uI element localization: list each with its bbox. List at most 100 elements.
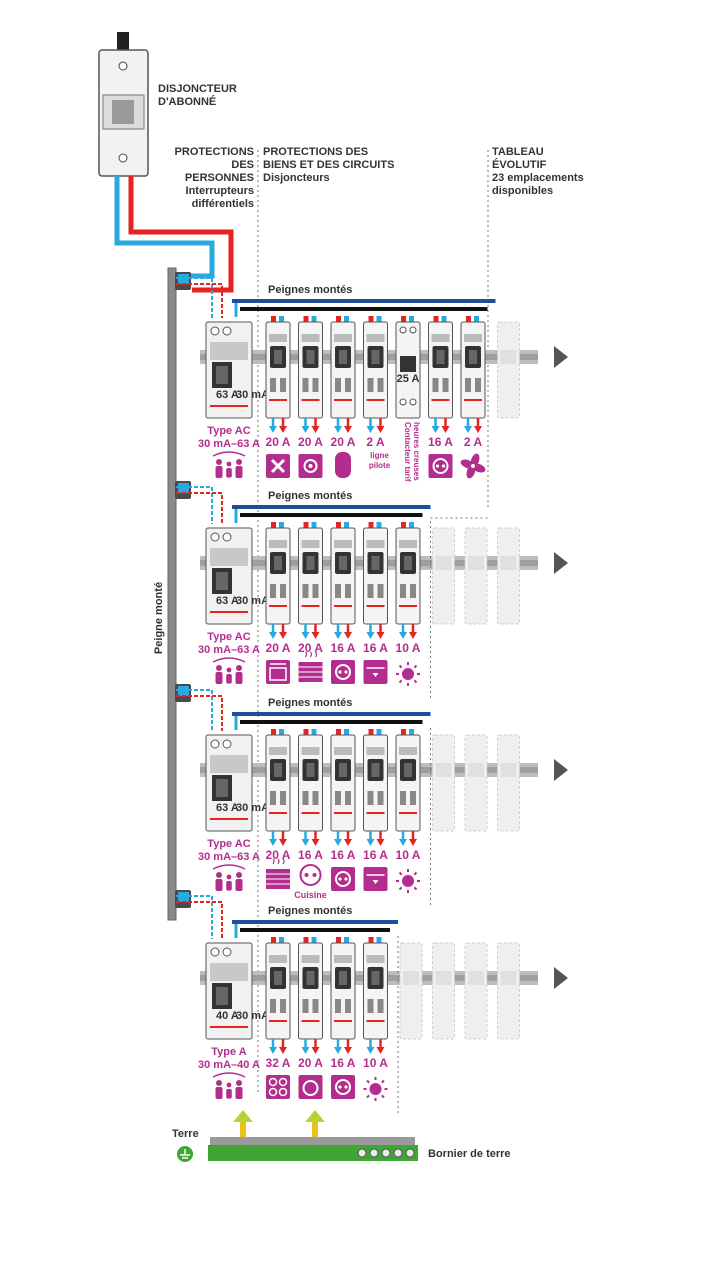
breaker-label-strip [301,540,320,548]
spare-slot-body [464,734,488,832]
persons-icon-head [216,872,222,878]
breaker-top-neutral [376,522,382,528]
comb-bar-blue [232,712,431,716]
rcd-range-label: 30 mA–63 A [198,644,260,656]
breaker-out-neutral-head [301,632,310,639]
persons-icon-head [226,667,232,673]
spare-slot-body [432,527,455,625]
rcd-screw [222,532,232,542]
main-breaker-screw-bottom [118,153,128,163]
earth-bar-screw [369,1148,379,1158]
breaker-top-phase [336,522,341,528]
breaker-terminal-right [345,584,351,598]
socket-icon-pin-left [338,670,342,674]
breaker-out-neutral-head [269,839,277,846]
breaker-amps: 10 A [363,1056,388,1070]
breaker-terminal-left [367,791,374,805]
cooktop-icon-burner [268,1077,278,1087]
breaker-label-strip [334,955,352,963]
persons-icon-head [236,665,242,671]
light-icon-ray [366,1094,370,1099]
main-breaker [98,32,149,177]
breaker-top-phase [336,729,341,735]
earth-arrow-up-icon [233,1110,253,1122]
persons-icon-arc [212,864,246,870]
persons-icon-arc [212,1072,246,1078]
breaker-out-neutral-head [366,632,375,639]
contactor-switch [400,356,416,372]
rcd-toggle-lever [216,572,228,590]
breaker-terminal-right [345,999,351,1013]
breaker-terminal-right [280,584,286,598]
persons-icon-body [215,672,223,684]
breaker-module: 20 A [265,522,291,684]
breaker-terminal-right [312,791,319,805]
breaker-top-phase [336,316,341,322]
persons-icon-body [215,879,223,891]
persons-icon-body [235,672,243,684]
comb-bar-blue [232,299,496,303]
breaker-module: 20 A [298,522,323,682]
light-icon-ray [381,1094,385,1099]
breaker-out-neutral-head [334,632,342,639]
comb-bar-blue [232,920,398,924]
earth-arrow-stem [312,1120,318,1137]
breaker-note-line1: ligne [370,451,389,460]
breaker-out-neutral-head [301,1047,310,1054]
persons-icon-head [216,665,222,671]
rcd-toggle-lever [216,987,228,1005]
socket-icon-pin-left [338,877,342,881]
breaker-top-phase [368,729,374,735]
contactor-screw [399,326,407,334]
header-evolution-line4: disponibles [492,185,554,197]
header-evolution-line2: ÉVOLUTIF [492,159,547,171]
breaker-out-phase-head [279,839,287,846]
comb-bar-black [240,928,390,932]
breaker-amps: 20 A [298,435,323,449]
breaker-terminal-left [270,791,276,805]
breaker-amps: 10 A [396,641,421,655]
persons-icon-head [226,874,232,880]
spare-slot-body [464,527,488,625]
dishwasher-icon-center [308,464,313,468]
socket-icon [428,454,453,478]
shutter-icon-arrow [372,673,379,677]
socket-icon [331,867,355,891]
contactor-screw [409,326,417,334]
rcd-screw [222,947,232,957]
main-breaker-screw-top [118,61,128,71]
breaker-amps: 16 A [331,641,356,655]
breaker-top-phase [401,522,406,528]
breaker-module: 20 A [265,729,291,889]
breaker-top-neutral [344,522,349,528]
oven-icon [266,660,290,684]
socket-icon-pin-right [344,670,348,674]
persons-icon-body [235,1087,243,1099]
earth-terre-label: Terre [172,1128,199,1140]
breaker-terminal-left [302,999,309,1013]
rcd-rating: 40 A [216,1010,239,1022]
breaker-top-phase [271,937,276,943]
header-goods-line2: BIENS ET DES CIRCUITS [263,159,395,171]
rcd-dashed-phase [176,901,223,939]
breaker-terminal-left [465,378,471,392]
light-icon-bulb [402,875,414,887]
light-icon [396,869,420,893]
contactor-note-line2: heures creuses [412,422,421,481]
main-breaker-label-line1: DISJONCTEUR [158,83,237,95]
persons-icon-head [226,1082,232,1088]
breaker-terminal-left [432,378,439,392]
light-icon-ray [398,886,403,891]
breaker-top-neutral [279,937,284,943]
breaker-module: 16 A [330,937,356,1099]
din-rail-end-arrow [554,552,568,574]
kitchen-socket-icon-ring [299,864,322,886]
breaker-module: 16 A [330,729,356,891]
socket-icon-pin-right [344,1085,348,1089]
breaker-label-strip [431,334,450,342]
breaker-out-phase-head [344,839,352,846]
